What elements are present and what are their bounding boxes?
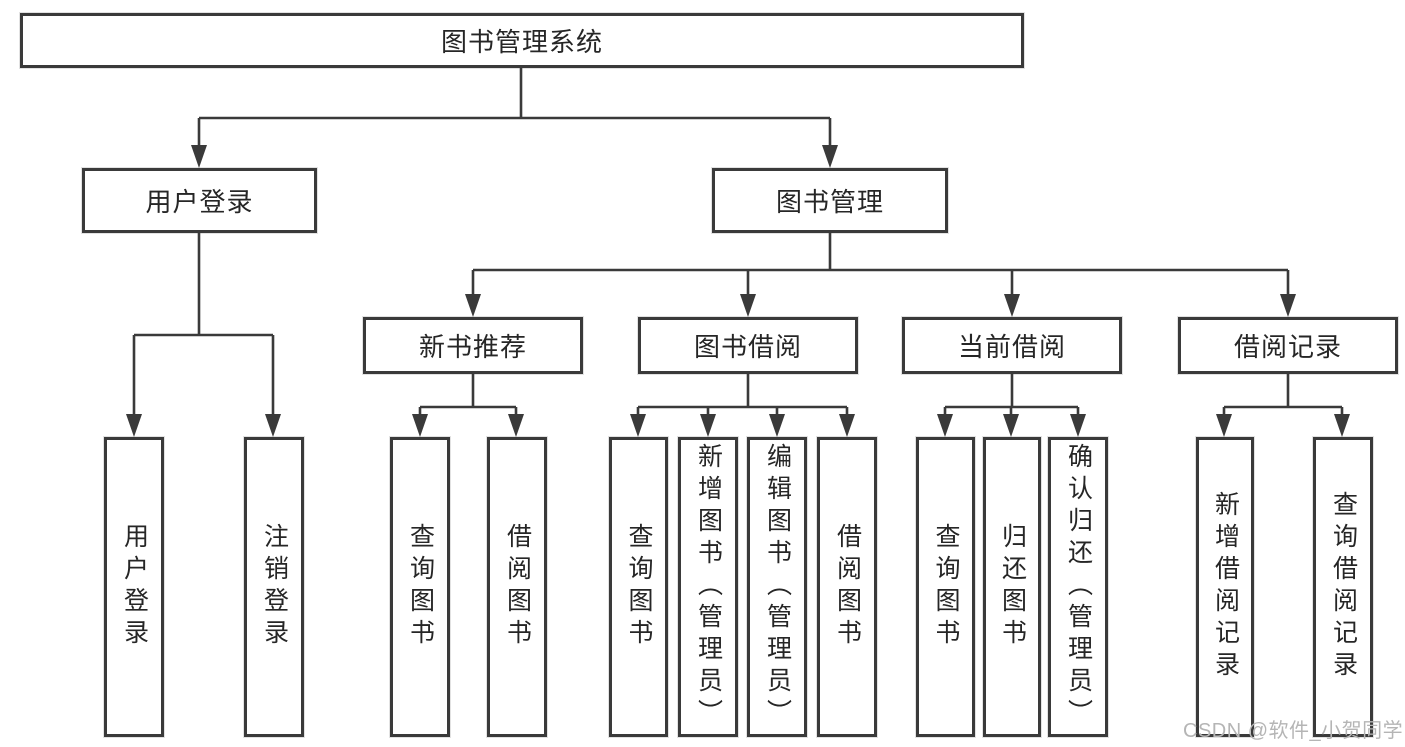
node-current-borrow: 当前借阅 (902, 317, 1122, 374)
leaf-query-borrow-record: 查询借阅记录 (1313, 437, 1373, 737)
arrow-icon (265, 414, 281, 437)
arrow-icon (1216, 414, 1232, 437)
arrow-icon (191, 145, 207, 168)
arrow-icon (1280, 294, 1296, 317)
arrow-icon (465, 294, 481, 317)
leaf-edit-books-admin: 编辑图书（管理员） (747, 437, 807, 737)
arrow-icon (1004, 294, 1020, 317)
node-book-management: 图书管理 (712, 168, 948, 233)
arrow-icon (630, 414, 646, 437)
arrow-icon (769, 414, 785, 437)
node-user-login: 用户登录 (82, 168, 317, 233)
arrowheads (126, 145, 1350, 437)
leaf-label: 注销登录 (260, 523, 289, 651)
leaf-label: 查询图书 (406, 523, 435, 651)
leaf-label: 查询图书 (932, 523, 960, 651)
leaf-label: 确认归还（管理员） (1064, 443, 1093, 731)
node-library-system: 图书管理系统 (20, 13, 1024, 68)
node-borrow-records: 借阅记录 (1178, 317, 1398, 374)
arrow-icon (1003, 414, 1019, 437)
node-book-borrow: 图书借阅 (638, 317, 858, 374)
leaf-query-books: 查询图书 (609, 437, 668, 737)
leaf-borrow-books: 借阅图书 (817, 437, 877, 737)
leaf-label: 查询图书 (625, 523, 653, 651)
leaf-label: 查询借阅记录 (1329, 491, 1358, 683)
arrow-icon (822, 145, 838, 168)
leaf-label: 编辑图书（管理员） (763, 443, 792, 731)
leaf-query-books-recommend: 查询图书 (390, 437, 450, 737)
arrow-icon (508, 414, 524, 437)
leaf-return-books: 归还图书 (983, 437, 1041, 737)
arrow-icon (412, 414, 428, 437)
arrow-icon (740, 294, 756, 317)
leaf-label: 新增借阅记录 (1211, 491, 1240, 683)
arrow-icon (126, 414, 142, 437)
leaf-confirm-return-admin: 确认归还（管理员） (1048, 437, 1108, 737)
leaf-label: 借阅图书 (833, 523, 862, 651)
leaf-query-books-current: 查询图书 (916, 437, 975, 737)
arrow-icon (937, 414, 953, 437)
arrow-icon (1334, 414, 1350, 437)
arrow-icon (839, 414, 855, 437)
node-new-book-recommend: 新书推荐 (363, 317, 583, 374)
leaf-label: 用户登录 (120, 523, 149, 651)
leaf-logout: 注销登录 (244, 437, 304, 737)
leaf-label: 借阅图书 (503, 523, 532, 651)
arrow-icon (700, 414, 716, 437)
leaf-add-borrow-record: 新增借阅记录 (1196, 437, 1254, 737)
csdn-watermark: CSDN @软件_小贺同学 (1183, 720, 1404, 742)
leaf-user-login: 用户登录 (104, 437, 164, 737)
leaf-add-books-admin: 新增图书（管理员） (678, 437, 738, 737)
leaf-borrow-books-recommend: 借阅图书 (487, 437, 547, 737)
arrow-icon (1070, 414, 1086, 437)
leaf-label: 新增图书（管理员） (694, 443, 723, 731)
leaf-label: 归还图书 (998, 523, 1027, 651)
